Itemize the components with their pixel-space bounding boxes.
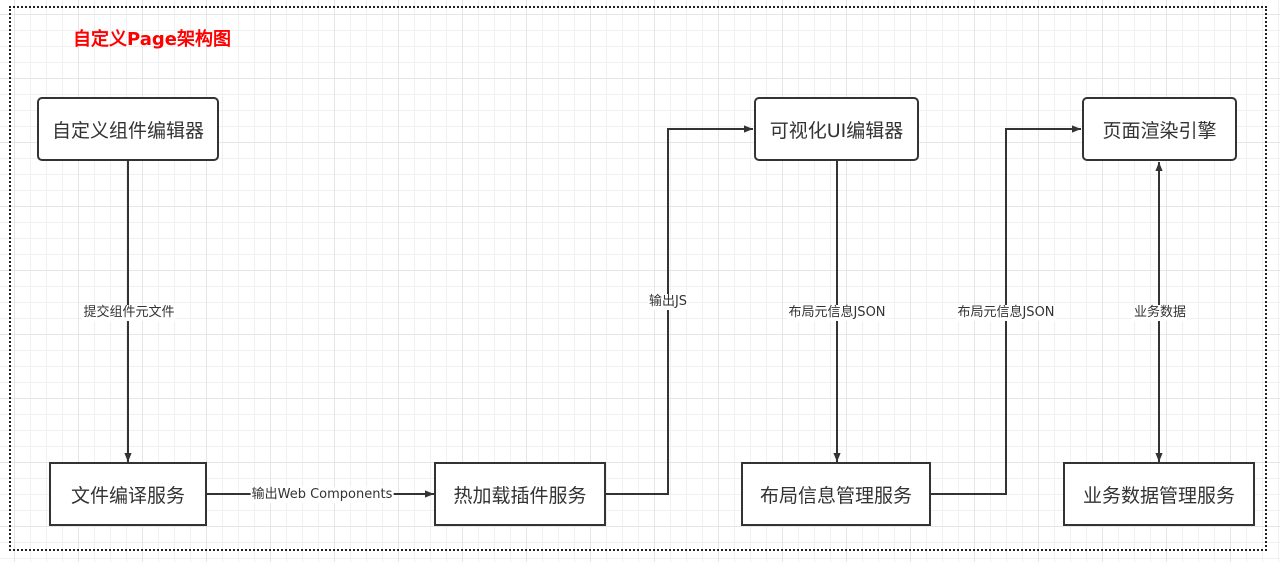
node-label: 自定义组件编辑器	[51, 119, 204, 142]
edge-label-layout-json-1: 布局元信息JSON	[787, 305, 887, 321]
node-label: 业务数据管理服务	[1082, 484, 1235, 507]
edge-label-submit-component-files: 提交组件元文件	[82, 305, 176, 321]
node-label: 可视化UI编辑器	[769, 119, 904, 142]
edge-hotreload-to-visual-editor[interactable]	[606, 125, 753, 495]
node-custom-component-editor[interactable]: 自定义组件编辑器	[37, 97, 219, 161]
node-file-compile-service[interactable]: 文件编译服务	[49, 462, 207, 526]
edge-label-layout-json-2: 布局元信息JSON	[956, 305, 1056, 321]
edge-label-output-web-components: 输出Web Components	[250, 487, 394, 503]
node-label: 布局信息管理服务	[759, 484, 912, 507]
node-label: 页面渲染引擎	[1102, 119, 1217, 142]
node-label: 热加载插件服务	[453, 484, 587, 507]
diagram-title: 自定义Page架构图	[73, 29, 231, 50]
edge-label-output-js: 输出JS	[647, 294, 689, 310]
node-hot-reload-plugin-service[interactable]: 热加载插件服务	[434, 462, 606, 526]
node-business-data-management-service[interactable]: 业务数据管理服务	[1063, 462, 1255, 526]
node-page-render-engine[interactable]: 页面渲染引擎	[1082, 97, 1237, 161]
node-label: 文件编译服务	[70, 484, 185, 507]
edge-label-business-data: 业务数据	[1132, 305, 1188, 321]
node-visual-ui-editor[interactable]: 可视化UI编辑器	[754, 97, 919, 161]
node-layout-info-management-service[interactable]: 布局信息管理服务	[741, 462, 931, 526]
diagram-frame	[9, 6, 1267, 551]
